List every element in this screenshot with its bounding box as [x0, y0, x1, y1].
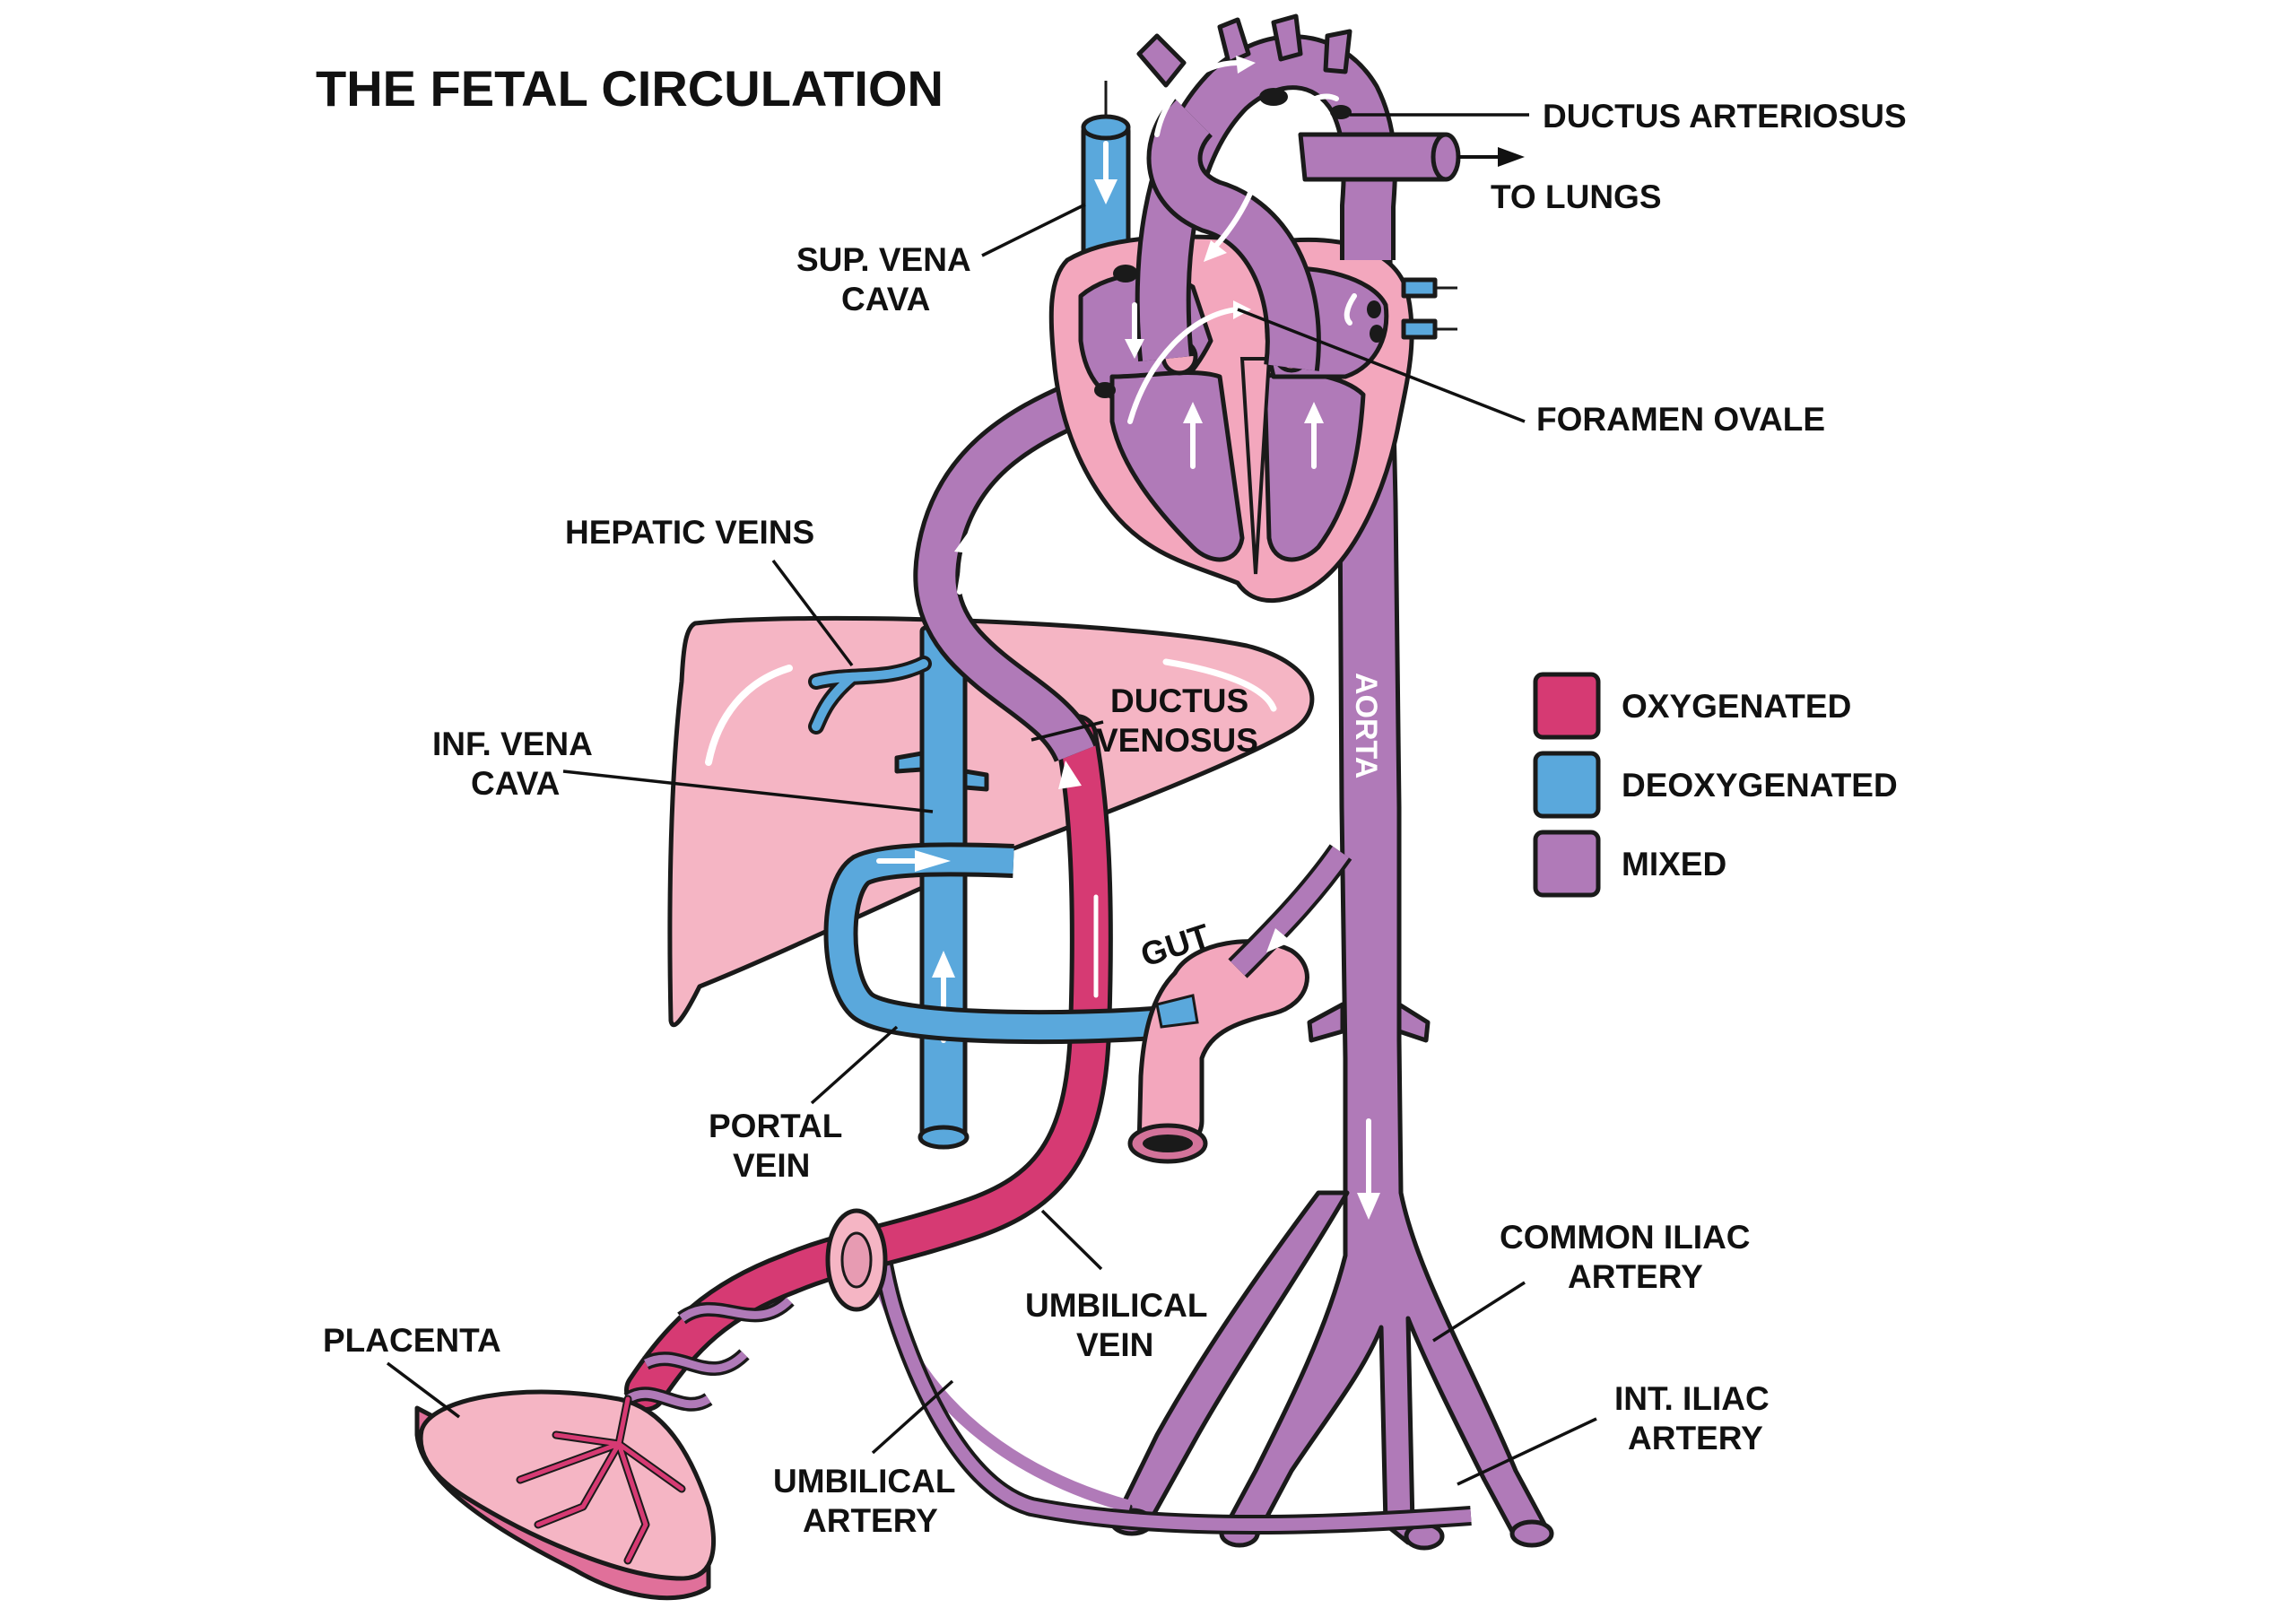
cord-twist-fill: [625, 1297, 793, 1409]
label-ductus-venosus-2: VENOSUS: [1096, 722, 1258, 759]
gut-opening-inner: [1143, 1135, 1193, 1152]
ductus-arteriosus-hole-2: [1330, 105, 1352, 119]
heart-opening-1: [1113, 265, 1138, 283]
heart-arrow-1: [1125, 339, 1144, 359]
hepatic-veins-fill: [812, 659, 928, 731]
leader-umbilical-artery: [871, 1379, 954, 1455]
leader-portal-vein: [810, 1025, 899, 1105]
pulmonary-trunk-fill: [1151, 100, 1317, 371]
portal-arrow: [915, 850, 951, 872]
heart-arrow-3: [1304, 402, 1324, 423]
svc-top: [1081, 114, 1131, 141]
heart-arrow-5: [1204, 240, 1227, 262]
liver-highlight: [705, 665, 793, 766]
leader-placenta: [386, 1361, 461, 1419]
heart-septum: [1239, 357, 1272, 575]
label-umbilical-vein-1: UMBILICAL: [1025, 1287, 1207, 1324]
label-umbilical-artery-2: ARTERY: [803, 1502, 938, 1539]
ductus-venosus-flow: [957, 544, 970, 595]
gut-artery-fill: [1231, 846, 1350, 976]
leader-hepatic-veins: [771, 559, 854, 667]
aorta-branch-stubs: [1307, 1002, 1431, 1043]
label-svc-1: SUP. VENA: [796, 241, 971, 278]
pulmonary-artery: [1298, 132, 1447, 182]
leader-int-iliac: [1457, 1417, 1597, 1486]
ductus-venosus-arrow: [954, 529, 978, 554]
leader-umbilical-vein: [1040, 1209, 1103, 1271]
label-int-iliac-1: INT. ILIAC: [1614, 1380, 1770, 1417]
gut-blue-patch: [1155, 994, 1199, 1029]
ivc-arrow: [932, 951, 955, 978]
label-ivc-2: CAVA: [471, 765, 560, 802]
to-lungs-arrow: [1498, 147, 1525, 167]
label-to-lungs: TO LUNGS: [1491, 178, 1662, 215]
arch-branches: [1136, 13, 1352, 88]
heart-flow-lines: [1127, 60, 1357, 469]
umbilical-artery-2-fill: [873, 1240, 1472, 1531]
heart-arrow-2: [1183, 402, 1203, 423]
legend-label-mixed: MIXED: [1622, 846, 1726, 882]
leader-ductus-venosus: [1031, 720, 1104, 742]
legend: OXYGENATED DEOXYGENATED MIXED: [1533, 672, 1898, 898]
placenta-vessels-fill: [517, 1396, 684, 1563]
label-portal-vein-2: VEIN: [733, 1147, 810, 1184]
aorta-label: AORTA: [1349, 673, 1383, 778]
inf-vena-cava: [919, 625, 968, 1142]
leader-svc: [981, 203, 1086, 257]
label-svc-2: CAVA: [841, 281, 930, 317]
heart-arrow-4: [1236, 56, 1256, 74]
aorta-descending: [1222, 177, 1550, 1545]
ductus-arteriosus-hole: [1259, 88, 1288, 106]
ivc-end: [918, 1125, 970, 1150]
umbilical-vein-arrow: [1058, 761, 1082, 789]
diagram-title: THE FETAL CIRCULATION: [316, 60, 944, 117]
aorta-arrow: [1357, 1193, 1380, 1220]
label-umbilical-vein-2: VEIN: [1076, 1326, 1153, 1363]
legend-swatch-deoxygenated: [1533, 751, 1601, 819]
svc-arrow: [1094, 179, 1118, 204]
label-hepatic-veins: HEPATIC VEINS: [565, 514, 814, 551]
heart-opening-3: [1367, 300, 1381, 318]
label-common-iliac-1: COMMON ILIAC: [1500, 1219, 1751, 1256]
pulmonary-veins: [1401, 277, 1438, 340]
leader-common-iliac: [1432, 1281, 1526, 1343]
legend-label-deoxygenated: DEOXYGENATED: [1622, 767, 1898, 804]
liver-highlight-2: [1162, 658, 1277, 712]
pulmonary-vein-lines: [1435, 286, 1457, 331]
legend-label-oxygenated: OXYGENATED: [1622, 688, 1851, 725]
label-foramen-ovale: FORAMEN OVALE: [1536, 401, 1825, 438]
label-ductus-venosus-1: DUCTUS: [1110, 682, 1248, 719]
heart-opening-2: [1094, 382, 1116, 398]
legend-swatch-mixed: [1533, 830, 1601, 898]
umbilical-ring-inner: [840, 1231, 873, 1289]
label-int-iliac-2: ARTERY: [1628, 1420, 1763, 1456]
label-common-iliac-2: ARTERY: [1568, 1258, 1703, 1295]
label-ductus-arteriosus: DUCTUS ARTERIOSUS: [1543, 98, 1907, 135]
placenta: [418, 1389, 717, 1581]
leader-ivc: [562, 769, 934, 813]
gut: [1136, 939, 1309, 1154]
label-portal-vein-1: PORTAL: [709, 1108, 842, 1144]
leader-foramen-ovale: [1237, 308, 1526, 423]
vessel-end-4: [1509, 1519, 1554, 1548]
label-umbilical-artery-1: UMBILICAL: [773, 1463, 955, 1500]
legend-swatch-oxygenated: [1533, 672, 1601, 740]
pulmonary-artery-end: [1431, 132, 1461, 182]
ductus-venosus-fill: [918, 386, 1094, 761]
label-placenta: PLACENTA: [323, 1322, 501, 1359]
gut-arrow: [1266, 928, 1292, 952]
ivc-branches: [894, 751, 989, 792]
umbilical-vein-fill: [629, 718, 1109, 1407]
label-ivc-1: INF. VENA: [432, 726, 593, 762]
heart-opening-4: [1370, 325, 1384, 343]
